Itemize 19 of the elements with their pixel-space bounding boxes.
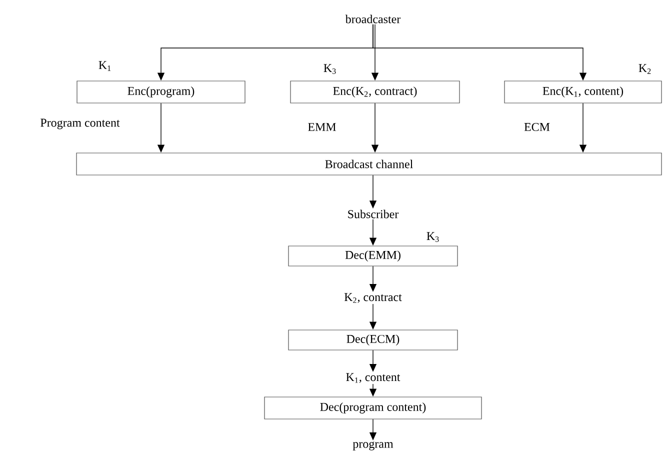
node-text: Subscriber — [348, 210, 399, 218]
process-box: Dec(program content) — [264, 396, 482, 420]
process-box: Dec(EMM) — [288, 246, 458, 266]
process-box: Enc(program) — [76, 80, 246, 104]
node-text: K$_{2}$, contract — [344, 293, 402, 303]
edge-label: Program content — [39, 118, 121, 130]
edge-label: ECM — [523, 122, 551, 132]
key-label: K$_{3}$ — [324, 64, 336, 74]
key-label: K$_{2}$ — [638, 64, 651, 74]
node-text: K$_{1}$, content — [346, 373, 400, 383]
process-box: Dec(ECM) — [288, 330, 458, 350]
process-box: Enc(K$_{1}$, content) — [504, 80, 662, 104]
process-box: Broadcast channel — [76, 152, 662, 176]
key-label: K$_{1}$ — [98, 61, 111, 71]
edge-label: EMM — [306, 122, 338, 132]
process-box: Enc(K$_{2}$, contract) — [290, 80, 460, 104]
node-text: broadcaster — [345, 14, 401, 24]
key-label: K$_{3}$ — [426, 232, 439, 242]
node-text: program — [352, 442, 394, 450]
